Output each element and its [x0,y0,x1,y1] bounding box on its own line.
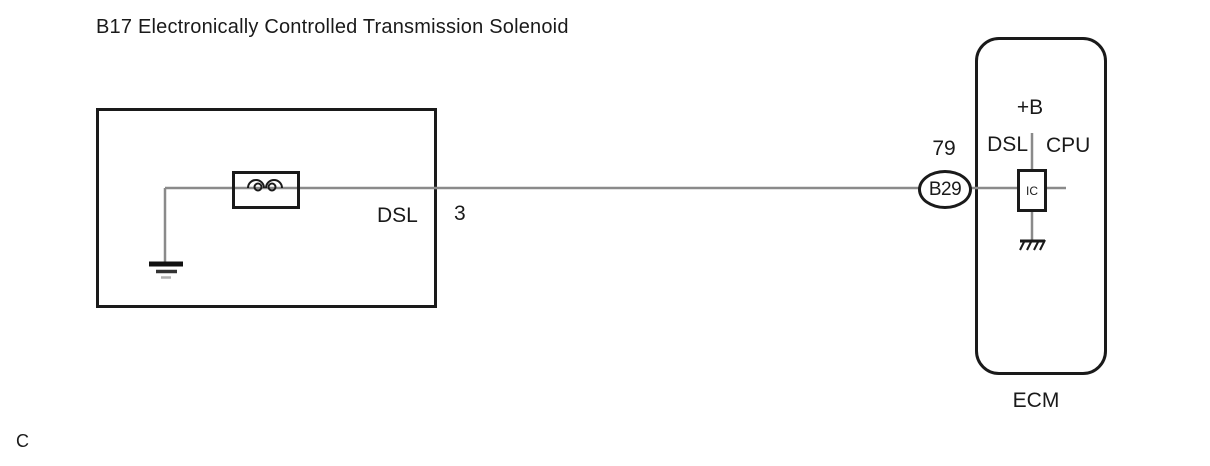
solenoid-component-box [96,108,437,308]
ecm-box-label: ECM [1012,389,1060,412]
ecm-cpu-label: CPU [1046,134,1091,157]
ic-label: IC [1026,183,1038,198]
diagram-title: B17 Electronically Controlled Transmissi… [96,16,569,38]
solenoid-terminal-number: 3 [454,202,466,225]
ic-box: IC [1017,169,1047,212]
page-marker: C [16,431,29,451]
connector-oval: B29 [918,170,972,209]
ecm-power-label: +B [1016,96,1044,119]
solenoid-signal-label: DSL [377,204,418,227]
ecm-box [975,37,1107,375]
connector-code: B29 [928,178,962,200]
coil-box [232,171,300,209]
ecm-signal-label: DSL [987,133,1028,156]
connector-terminal-number: 79 [932,137,956,160]
